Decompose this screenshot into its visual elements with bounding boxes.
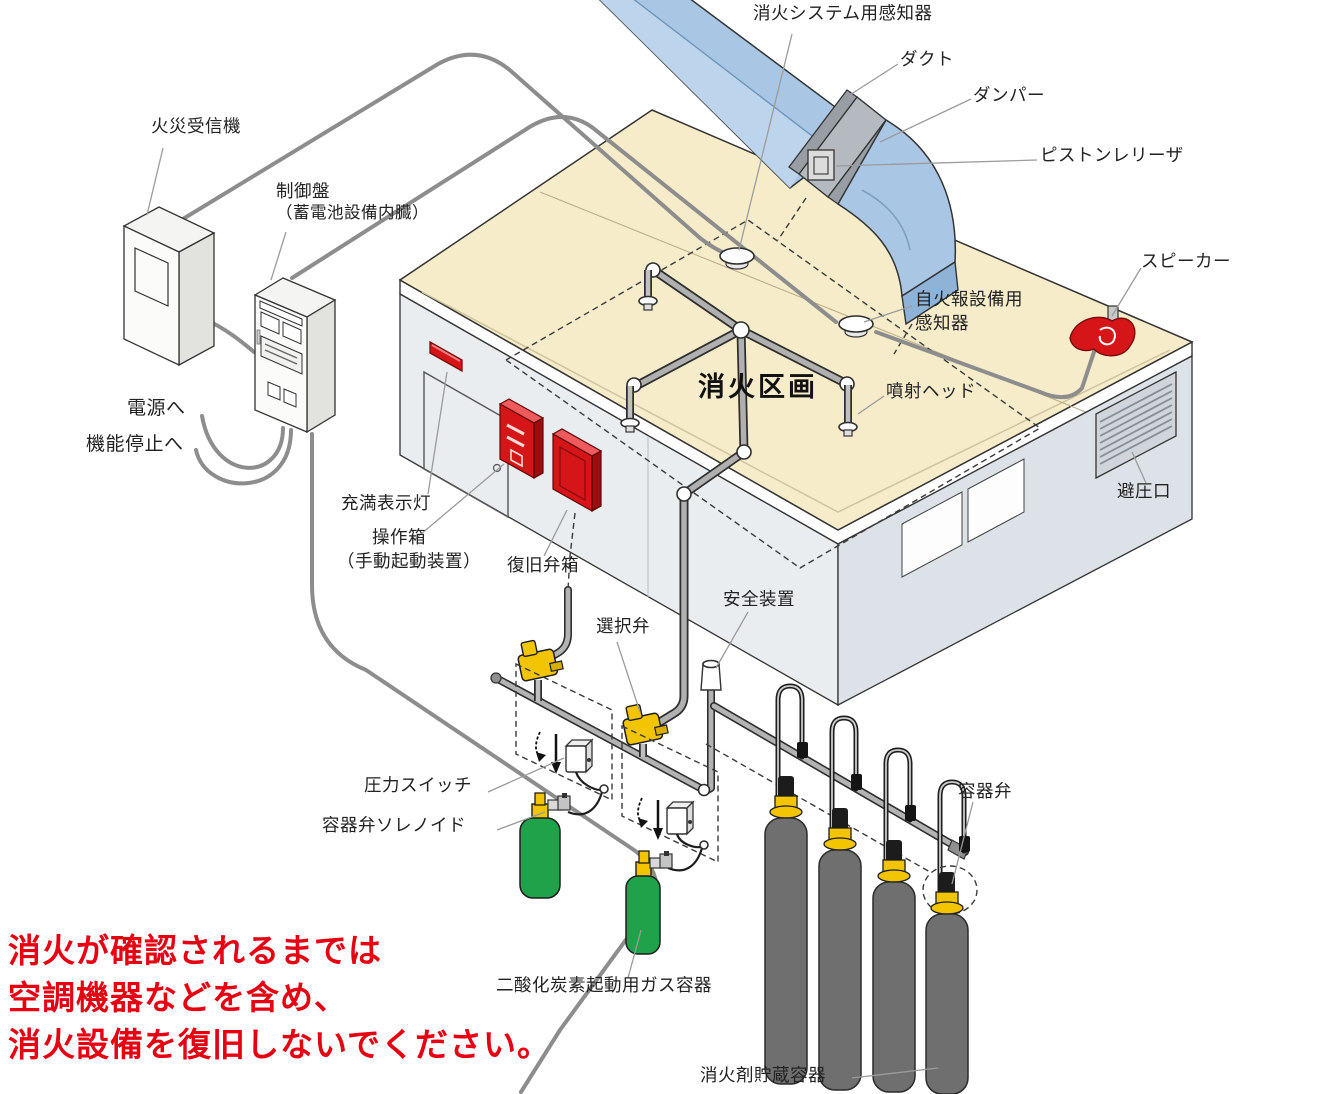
container-valve-solenoid-icon — [547, 793, 571, 811]
warning-line-1: 消火が確認されるまでは — [8, 931, 382, 970]
wall-panel — [967, 458, 1025, 543]
label-operation-box: 操作箱 — [372, 528, 426, 548]
pipe-elbow — [736, 444, 752, 460]
label-duct: ダクト — [900, 50, 954, 70]
label-control-panel: 制御盤 — [276, 182, 330, 202]
operation-box — [498, 398, 545, 480]
label-container-valve-solenoid: 容器弁ソレノイド — [322, 816, 466, 836]
label-to-power: 電源へ — [127, 397, 186, 419]
selector-valve-1 — [517, 639, 564, 682]
label-agent-storage-container: 消火剤貯蔵容器 — [700, 1066, 826, 1086]
door-knob-icon — [492, 463, 502, 473]
pipe-tee — [732, 321, 750, 339]
speaker-icon — [1069, 305, 1136, 357]
label-full-indicator-lamp: 充満表示灯 — [341, 494, 431, 514]
label-recovery-valve-box: 復旧弁箱 — [507, 556, 579, 576]
discharge-head — [638, 270, 658, 311]
leader-lines — [146, 33, 1147, 1079]
zone-piping — [620, 262, 858, 727]
label-operation-box-sub: （手動起動装置） — [337, 552, 481, 572]
label-fire-receiver: 火災受信機 — [151, 117, 241, 137]
pilot-group-1 — [515, 662, 613, 802]
label-pressure-relief-port: 避圧口 — [1117, 482, 1171, 502]
label-discharge-head: 噴射ヘッド — [886, 382, 976, 402]
agent-cylinder-2 — [818, 715, 862, 1091]
zone-boundary — [504, 197, 1042, 569]
alarm-wiring — [176, 52, 1108, 400]
duct — [598, 0, 868, 189]
label-piston-releaser: ピストンレリーザ — [1040, 146, 1184, 166]
label-pressure-switch: 圧力スイッチ — [364, 776, 472, 796]
pressure-switch-1 — [564, 738, 594, 774]
co2-starter-cylinder-1 — [519, 792, 571, 899]
warning-line-3: 消火設備を復旧しないでください。 — [8, 1024, 552, 1064]
label-auto-detector-sub: 感知器 — [915, 314, 969, 334]
warning-line-2: 空調機器などを含め、 — [8, 977, 348, 1017]
agent-cylinder-4 — [922, 779, 978, 1094]
label-to-function-stop: 機能停止へ — [86, 433, 184, 455]
auto-fire-alarm-detector — [838, 315, 874, 338]
fire-system-detector — [719, 247, 755, 270]
discharge-head — [620, 386, 640, 433]
fire-receiver-unit — [122, 206, 216, 367]
wall-panel — [901, 491, 963, 578]
building — [398, 109, 1194, 707]
full-indicator-lamp — [429, 340, 463, 373]
label-fire-system-detector: 消火システム用感知器 — [753, 4, 933, 24]
label-auto-detector: 自火報設備用 — [915, 290, 1023, 310]
piston-releaser — [807, 149, 835, 181]
discharge-head — [838, 385, 858, 437]
pressure-relief-vent — [1095, 370, 1177, 480]
selector-valve-2 — [622, 703, 669, 746]
receiver-window — [134, 247, 169, 307]
label-safety-device: 安全装置 — [723, 590, 795, 610]
door — [423, 370, 509, 519]
label-extinguishing-zone: 消火区画 — [698, 372, 818, 403]
roof-curb — [421, 291, 1171, 513]
label-control-panel-sub: （蓄電池設備内臓） — [276, 203, 429, 222]
pilot-tubing — [567, 771, 709, 872]
container-valve-solenoid-icon — [649, 851, 673, 869]
duct-outlet — [901, 260, 959, 326]
co2-starter-cylinder-2 — [625, 850, 673, 955]
container-valve-icon — [939, 872, 955, 894]
label-container-valve: 容器弁 — [958, 782, 1012, 802]
pressure-switch-2 — [665, 800, 695, 836]
warning-text: 消火が確認されるまでは 空調機器などを含め、 消火設備を復旧しないでください。 — [8, 928, 551, 1069]
agent-piping — [490, 512, 969, 860]
control-panel-unit — [253, 277, 337, 434]
label-co2-starter-gas-container: 二酸化炭素起動用ガス容器 — [496, 976, 712, 996]
label-damper: ダンパー — [973, 86, 1045, 106]
label-selector-valve: 選択弁 — [596, 617, 650, 637]
pipe-elbow — [676, 486, 692, 502]
pilot-group-2 — [621, 724, 719, 864]
agent-cylinder-3 — [872, 747, 916, 1093]
agent-cylinder-1 — [764, 683, 808, 1085]
label-speaker: スピーカー — [1141, 252, 1231, 272]
container-valve-highlight — [922, 865, 978, 915]
safety-device — [700, 659, 722, 691]
duct-elbow — [836, 118, 959, 326]
recovery-valve-box — [551, 428, 603, 513]
